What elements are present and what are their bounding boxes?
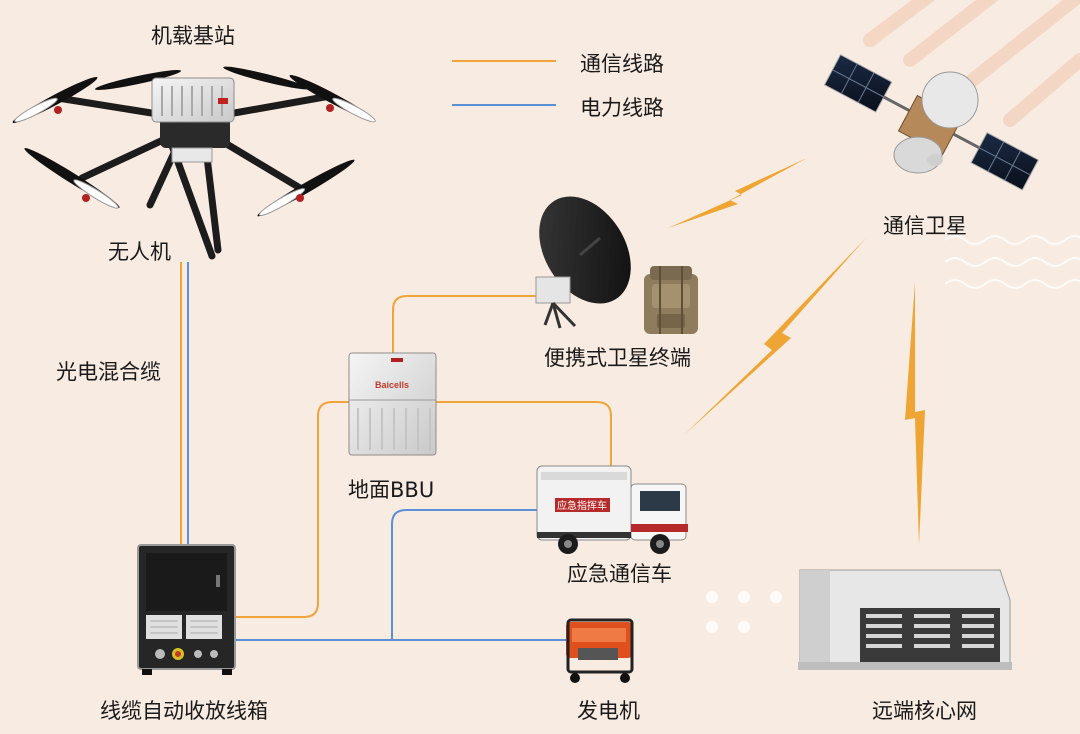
label-airborne-base-station: 机载基站 [151, 24, 235, 48]
lightning-bolts [668, 158, 925, 545]
truck-side-text: 应急指挥车 [557, 499, 607, 512]
line-box-to-bbu [235, 401, 350, 618]
label-drone: 无人机 [108, 240, 171, 264]
lightning-satellite-to-core [905, 282, 925, 545]
label-emergency-vehicle: 应急通信车 [567, 562, 672, 586]
ground-bbu-icon: Baicells [348, 352, 437, 456]
label-cable-reel-box: 线缆自动收放线箱 [100, 699, 268, 723]
label-generator: 发电机 [577, 699, 640, 723]
bbu-brand-text: Baicells [375, 380, 409, 390]
label-hybrid-cable: 光电混合缆 [56, 360, 161, 384]
line-branch-to-vehicle [391, 509, 540, 640]
comm-lines [180, 262, 612, 618]
backpack-case [644, 266, 698, 334]
label-portable-satellite-terminal: 便携式卫星终端 [544, 346, 691, 370]
background-waves [944, 235, 1080, 289]
label-comm-satellite: 通信卫星 [883, 214, 967, 238]
satellite-terminal-icon [535, 196, 698, 334]
core-network-icon [798, 569, 1012, 670]
legend-comm-line [452, 60, 556, 62]
background-stripes [863, 0, 1080, 127]
cable-reel-box-icon [137, 544, 236, 675]
background-dots [706, 591, 782, 633]
label-ground-bbu: 地面BBU [348, 478, 435, 502]
generator-icon [566, 618, 634, 683]
legend-power-label: 电力线路 [580, 96, 664, 120]
power-lines [187, 262, 570, 641]
communication-satellite-icon [823, 54, 1039, 191]
lightning-vehicle-to-satellite [684, 238, 866, 435]
label-remote-core-network: 远端核心网 [872, 699, 977, 723]
drone-icon [12, 66, 376, 260]
lightning-terminal-to-satellite [668, 158, 807, 228]
emergency-vehicle-icon: 应急指挥车 [536, 465, 688, 554]
legend-power-line [452, 104, 556, 106]
line-bbu-to-vehicle [436, 401, 612, 468]
legend-comm-label: 通信线路 [580, 52, 664, 76]
line-bbu-to-terminal [392, 295, 548, 355]
